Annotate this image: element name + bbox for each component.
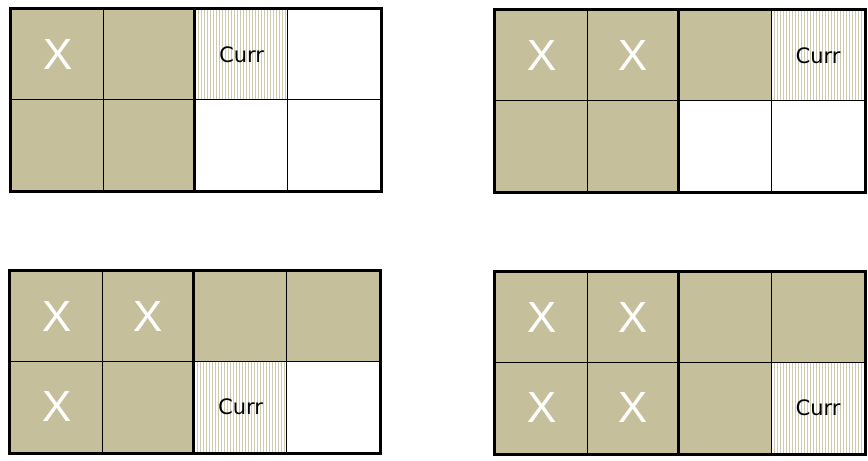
grid-cell-empty [196, 100, 288, 190]
grid-cell-filled: X [11, 272, 103, 362]
grid-cell-empty [288, 100, 380, 190]
grid-cell-filled [680, 363, 772, 453]
x-mark: X [526, 383, 557, 432]
x-mark: X [617, 30, 648, 80]
grid-cell-filled [680, 273, 772, 363]
grid-cell-filled [103, 362, 195, 452]
grid-cell-filled: X [588, 363, 680, 453]
grid-cell-empty [288, 10, 380, 100]
grid-cell-filled: X [496, 363, 588, 453]
grid-cell-curr: Curr [772, 363, 864, 453]
grid-cell-filled [496, 101, 588, 191]
grid-cell-filled [287, 272, 379, 362]
grid-cell-filled [195, 272, 287, 362]
grid-cell-filled [588, 101, 680, 191]
grid-cell-filled: X [588, 273, 680, 363]
grid-cell-curr: Curr [195, 362, 287, 452]
grid-top-right: X X Curr [493, 8, 867, 194]
curr-label: Curr [219, 42, 264, 67]
curr-label: Curr [795, 396, 841, 420]
curr-label: Curr [795, 43, 841, 68]
grid-cell-filled: X [12, 10, 104, 100]
grid-top-left: X Curr [9, 7, 383, 193]
grid-cell-empty [287, 362, 379, 452]
grid-cell-filled: X [11, 362, 103, 452]
grid-cell-filled [772, 273, 864, 363]
x-mark: X [526, 292, 557, 342]
grid-cell-filled: X [588, 11, 680, 101]
x-mark: X [617, 383, 648, 432]
grid-cell-filled [680, 11, 772, 101]
grid-cell-filled: X [496, 273, 588, 363]
grid-cell-filled: X [103, 272, 195, 362]
grid-cell-filled: X [496, 11, 588, 101]
x-mark: X [617, 292, 648, 342]
x-mark: X [132, 291, 163, 341]
grid-cell-curr: Curr [772, 11, 864, 101]
curr-label: Curr [218, 395, 263, 419]
grid-cell-filled [104, 100, 196, 190]
grid-cell-filled [12, 100, 104, 190]
x-mark: X [42, 29, 73, 79]
grid-cell-curr: Curr [196, 10, 288, 100]
x-mark: X [526, 30, 557, 80]
grid-cell-empty [680, 101, 772, 191]
grid-cell-empty [772, 101, 864, 191]
x-mark: X [41, 291, 72, 341]
x-mark: X [41, 382, 72, 431]
grid-cell-filled [104, 10, 196, 100]
